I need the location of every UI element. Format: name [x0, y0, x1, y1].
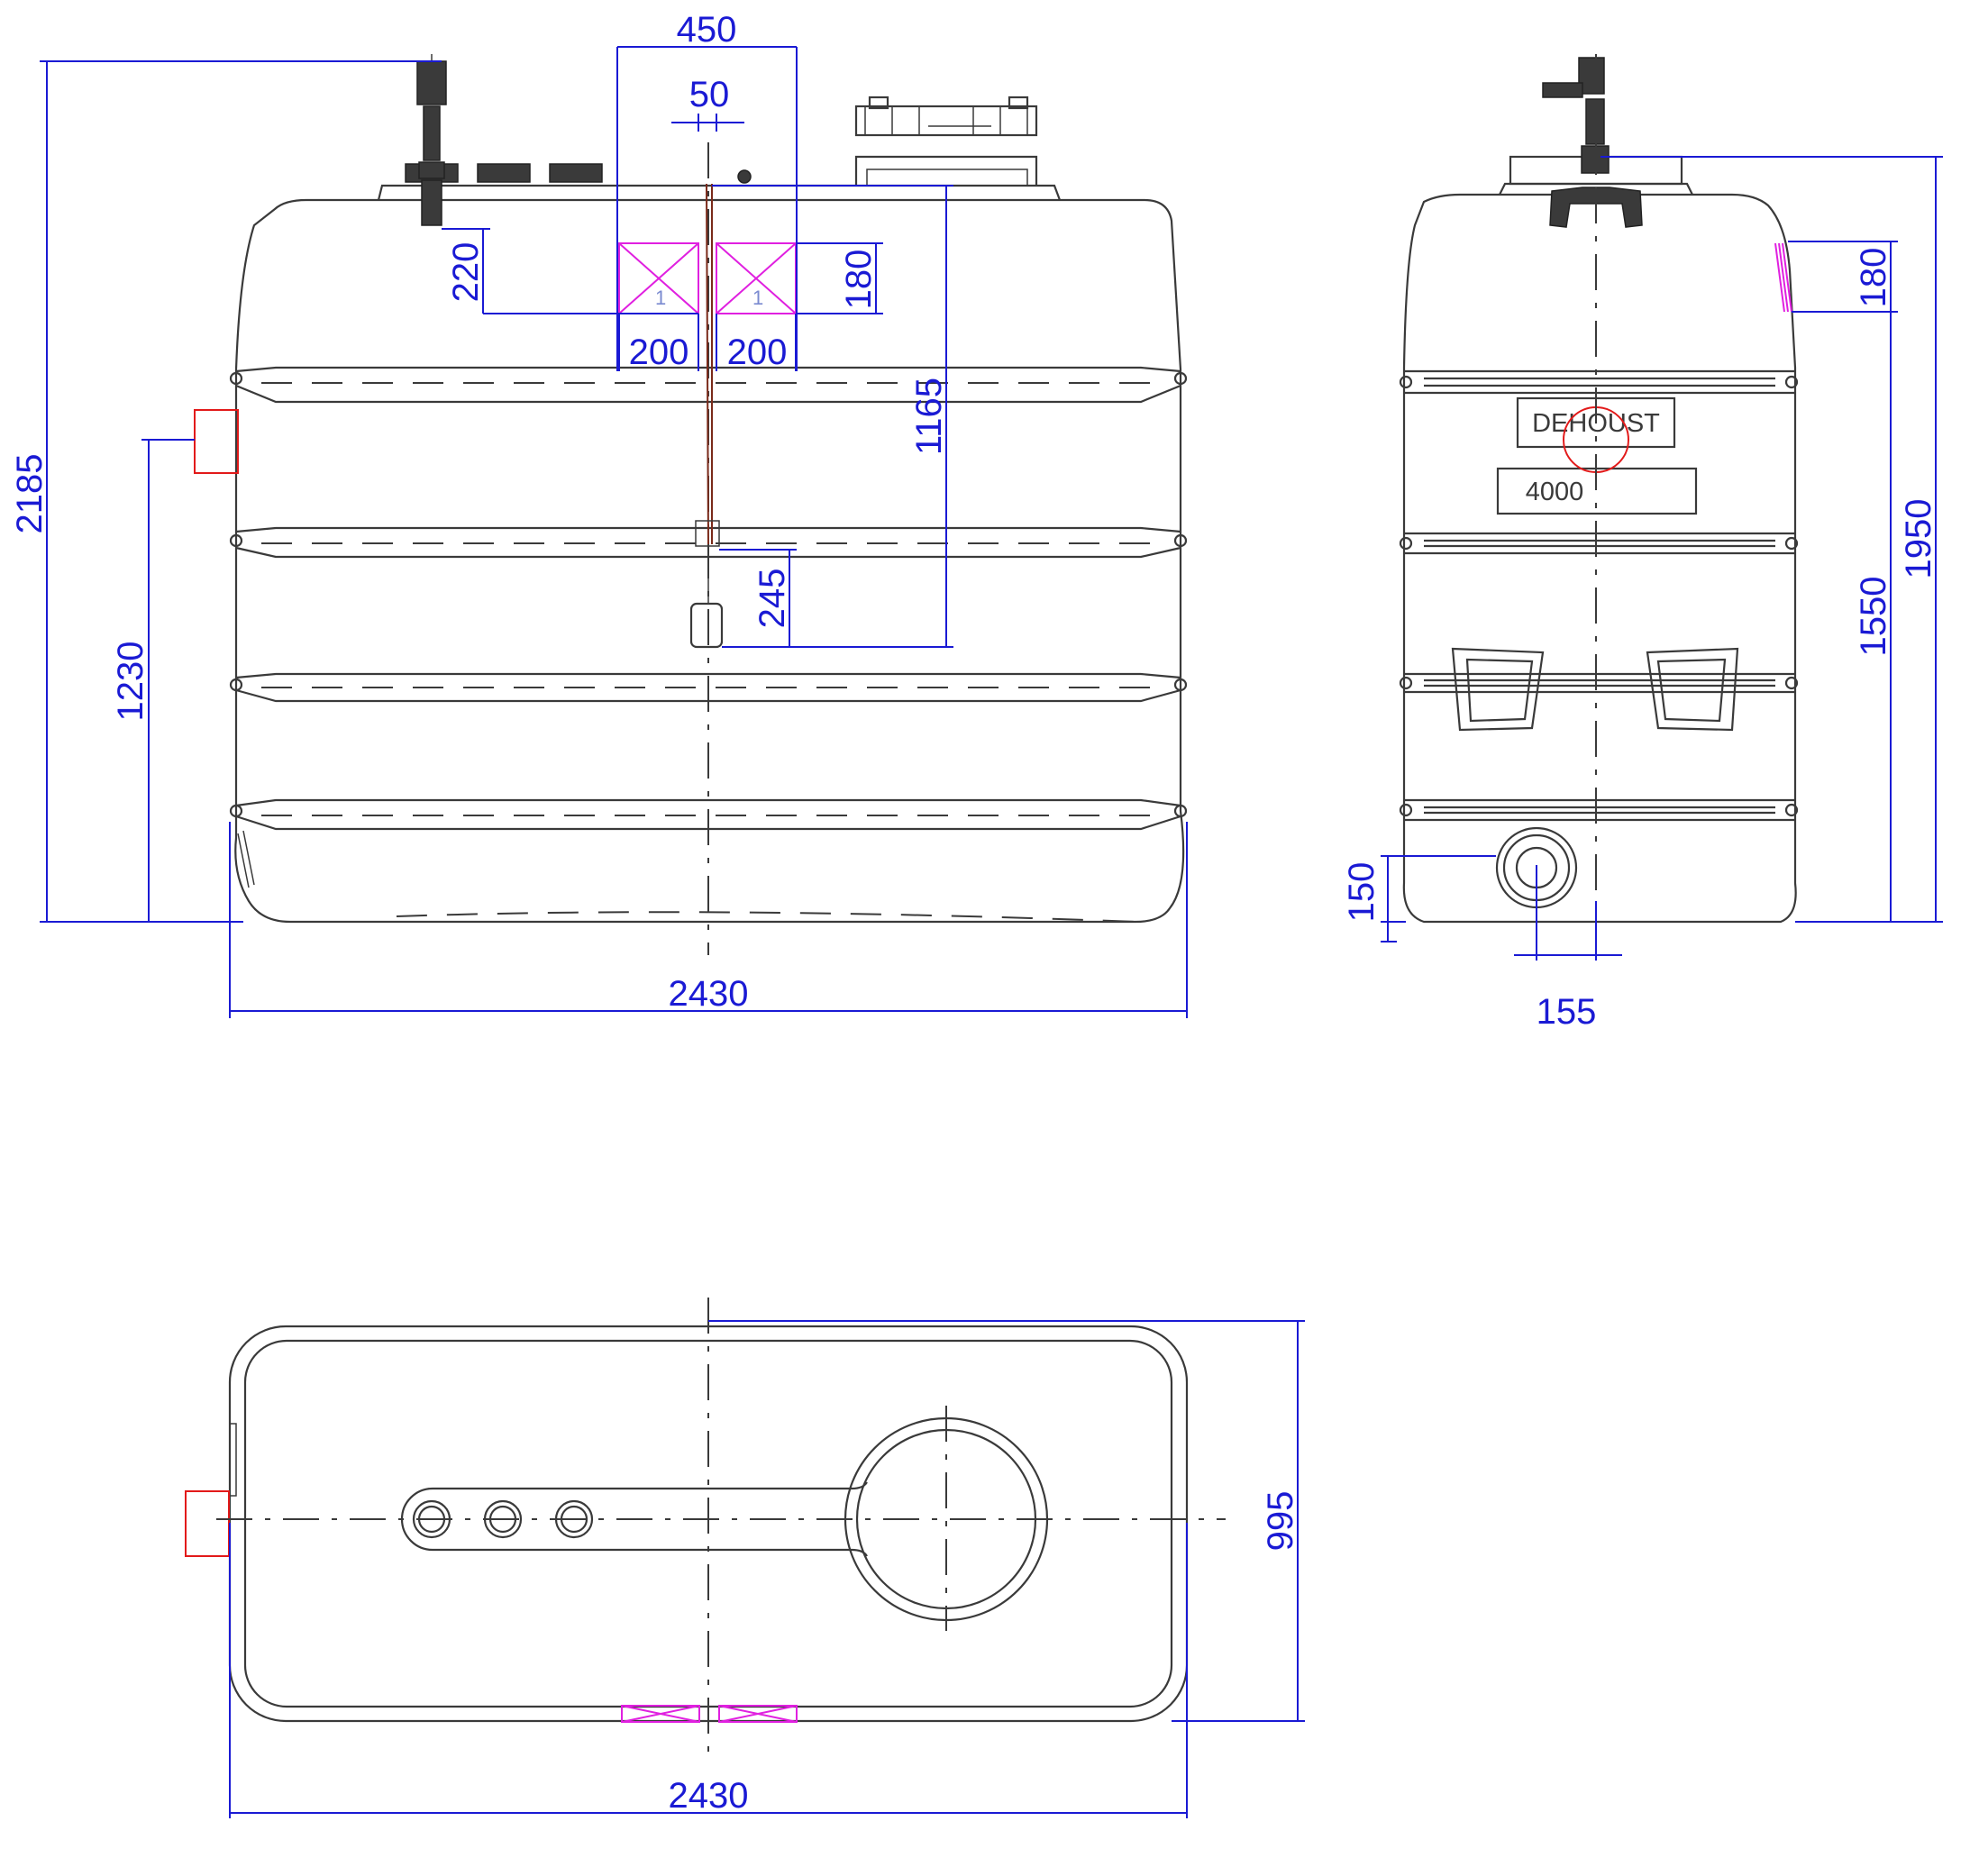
top-dimensions: 995 2430: [229, 1320, 1305, 1818]
side-fill-valve: [1542, 57, 1643, 228]
dim-outlet-offset: 155: [1537, 992, 1597, 1032]
dim-overall-width: 2430: [669, 974, 749, 1014]
front-manhole: [854, 155, 1038, 186]
capacity-label: 4000: [1526, 478, 1584, 506]
dim-mid-height: 1550: [1854, 577, 1893, 657]
dim-float-depth: 1165: [909, 378, 949, 455]
top-view: 995 2430: [185, 1298, 1305, 1818]
dim-spacing-center: 50: [689, 75, 730, 114]
front-dimensions: 2185 1230 2430 450 50 220 180 200 200: [10, 10, 1188, 1018]
dim-spacing-total: 450: [677, 10, 737, 50]
side-ribs: [1399, 369, 1799, 822]
dim-top-height: 1950: [1899, 499, 1938, 579]
front-fill-valve: [416, 54, 447, 226]
dim-spacing-left: 200: [629, 332, 689, 372]
marker-box-number: 1: [752, 287, 763, 309]
front-tank-body: [234, 198, 1185, 924]
dim-offset-180: 180: [839, 250, 879, 310]
dim-depth: 995: [1261, 1491, 1300, 1552]
dim-outlet-height: 150: [1342, 862, 1382, 923]
side-dimensions: 1950 1550 180 150 155: [1342, 156, 1943, 1032]
front-view: 1 1 2185 1230 2430 450 50 220 180: [10, 10, 1188, 1018]
top-marker-boxes: [621, 1705, 798, 1723]
dim-inlet-height: 1230: [111, 642, 150, 722]
marker-box-number: 1: [655, 287, 666, 309]
top-inlet-highlight: [185, 1490, 230, 1557]
dim-top-width: 2430: [669, 1776, 749, 1816]
dim-offset-220: 220: [446, 242, 486, 303]
dim-float-length: 245: [752, 569, 792, 629]
front-inlet-highlight: [194, 409, 239, 474]
dim-overall-height: 2185: [10, 454, 50, 534]
side-view: DEHOUST 4000 1950 1550: [1342, 54, 1943, 1032]
dim-vent-height: 180: [1854, 248, 1893, 308]
side-tank-body: [1402, 193, 1797, 924]
dim-spacing-right: 200: [727, 332, 788, 372]
